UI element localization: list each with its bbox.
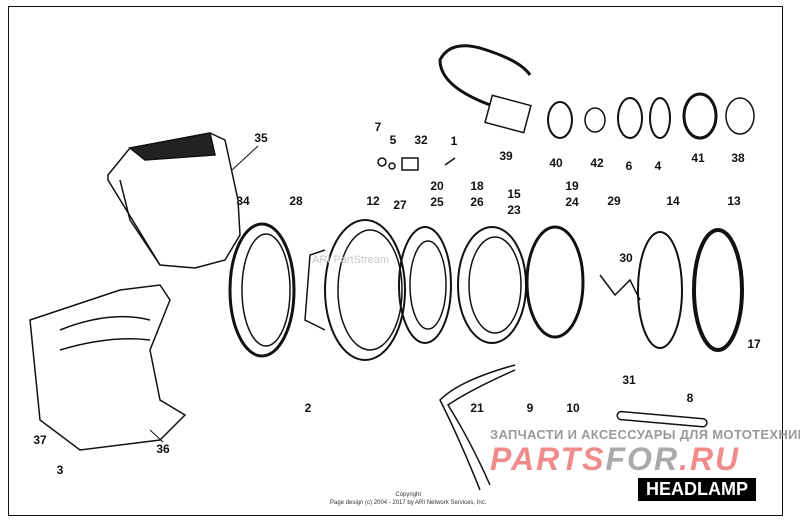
callout-29[interactable]: 29 [607, 194, 621, 208]
callout-8[interactable]: 8 [686, 391, 694, 405]
callout-1[interactable]: 1 [450, 134, 458, 148]
callout-12[interactable]: 12 [366, 194, 380, 208]
cable-part [438, 44, 532, 112]
callout-21[interactable]: 21 [470, 401, 484, 415]
callout-19[interactable]: 19 [565, 179, 579, 193]
callout-5[interactable]: 5 [389, 133, 397, 147]
callout-39[interactable]: 39 [499, 149, 513, 163]
retaining-ring-part [525, 225, 585, 339]
sealed-beam-part [324, 219, 406, 361]
copyright-notice: Copyright Page design (c) 2004 - 2017 by… [330, 491, 486, 507]
callout-18[interactable]: 18 [470, 179, 484, 193]
mounting-ring-part [398, 226, 452, 344]
trim-ring-part [228, 222, 296, 358]
callout-24[interactable]: 24 [565, 195, 579, 209]
callout-36[interactable]: 36 [156, 442, 170, 456]
callout-13[interactable]: 13 [727, 194, 741, 208]
callout-26[interactable]: 26 [470, 195, 484, 209]
callout-2[interactable]: 2 [304, 401, 312, 415]
callout-31[interactable]: 31 [622, 373, 636, 387]
callout-15[interactable]: 15 [507, 187, 521, 201]
callout-14[interactable]: 14 [666, 194, 680, 208]
outer-ring-part [692, 228, 744, 352]
lower-nacelle-part [29, 284, 187, 451]
shop-logo-watermark: PARTSFOR.RU [490, 441, 741, 477]
copyright-line2: Page design (c) 2004 - 2017 by ARI Netwo… [330, 500, 487, 506]
callout-42[interactable]: 42 [590, 156, 604, 170]
callout-28[interactable]: 28 [289, 194, 303, 208]
callout-7[interactable]: 7 [374, 120, 382, 134]
callout-20[interactable]: 20 [430, 179, 444, 193]
callout-10[interactable]: 10 [566, 401, 580, 415]
logo-part-b: FOR [605, 441, 680, 477]
callout-27[interactable]: 27 [393, 198, 407, 212]
copyright-line1: Copyright [395, 492, 422, 498]
gasket-part [637, 231, 683, 349]
callout-40[interactable]: 40 [549, 156, 563, 170]
callout-17[interactable]: 17 [747, 337, 761, 351]
callout-6[interactable]: 6 [625, 159, 633, 173]
callout-25[interactable]: 25 [430, 195, 444, 209]
diagram-title: HEADLAMP [638, 478, 756, 501]
callout-4[interactable]: 4 [654, 159, 662, 173]
callout-38[interactable]: 38 [731, 151, 745, 165]
logo-part-a: PARTS [490, 441, 606, 477]
callout-34[interactable]: 34 [236, 194, 250, 208]
callout-3[interactable]: 3 [56, 463, 64, 477]
shop-tagline-watermark: ЗАПЧАСТИ И АКСЕССУАРЫ ДЛЯ МОТОТЕХНИКИ [490, 427, 800, 442]
ari-watermark: ARI PartStream [312, 254, 390, 266]
diagram-frame [8, 6, 783, 516]
headlamp-lens-part [457, 226, 527, 344]
callout-9[interactable]: 9 [526, 401, 534, 415]
callout-35[interactable]: 35 [254, 131, 268, 145]
callout-23[interactable]: 23 [507, 203, 521, 217]
callout-32[interactable]: 32 [414, 133, 428, 147]
callout-41[interactable]: 41 [691, 151, 705, 165]
callout-37[interactable]: 37 [33, 433, 47, 447]
logo-part-c: .RU [679, 441, 741, 477]
callout-30[interactable]: 30 [619, 251, 633, 265]
